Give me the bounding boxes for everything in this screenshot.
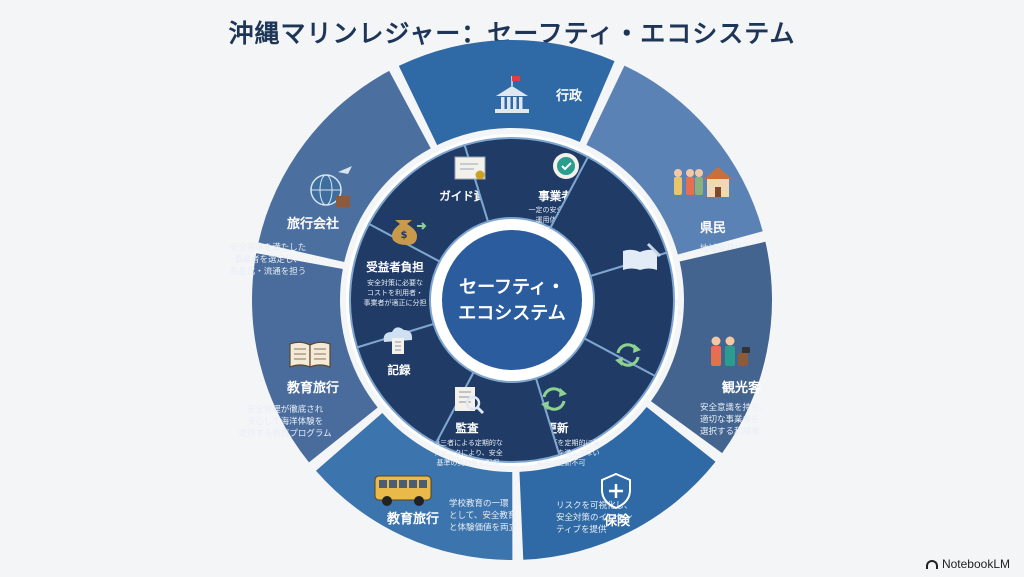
hub-title-line1: セーフティ・ — [459, 277, 565, 298]
inner-desc-jueki-futan: 安全対策に必要な — [367, 278, 423, 287]
outer-label-kyoiku-ryoko-book: 教育旅行 — [286, 380, 339, 396]
audit-magnifier-icon — [455, 387, 485, 415]
refresh-icon — [541, 387, 567, 411]
outer-desc-kyoiku-ryoko-bus: 学校教育の一環 — [449, 498, 509, 509]
brand-footer: NotebookLM — [925, 557, 1010, 571]
inner-desc-kansa: 第三者による定期的な — [433, 438, 503, 447]
center-hub: セーフティ・ エコシステム — [434, 222, 590, 378]
inner-desc-kansa: チェックにより、安全 — [433, 448, 503, 457]
outer-desc-kyoiku-ryoko-bus: として、安全教育 — [449, 510, 516, 521]
outer-desc-kankokyaku: 選択する利用者 — [700, 426, 760, 437]
outer-label-kenmin: 県民 — [700, 221, 726, 236]
inner-desc-jueki-futan: 事業者が適正に分担 — [364, 298, 427, 307]
outer-label-ryoko-gaisha: 旅行会社 — [287, 216, 339, 232]
outer-segment-ryoko-gaisha — [258, 70, 431, 262]
outer-desc-kyoiku-ryoko-book: 安心して海洋体験を — [247, 416, 323, 427]
outer-desc-kankokyaku: 適切な事業者を — [700, 414, 760, 425]
outer-desc-ryoko-gaisha: 安全基準を満たした — [230, 242, 307, 253]
outer-label-gyosei: 行政 — [555, 88, 583, 104]
outer-desc-kyoiku-ryoko-book: 安全管理が徹底され — [247, 404, 324, 415]
family-house-icon — [674, 167, 732, 197]
outer-desc-kyoiku-ryoko-bus: と体験価値を両立 — [449, 522, 518, 533]
school-bus-icon — [374, 475, 432, 506]
government-building-icon — [495, 76, 529, 113]
book-pen-icon — [623, 242, 662, 270]
inner-desc-kansa: 基準の実効性を担保 — [437, 458, 500, 467]
outer-desc-hoken: 安全対策のインセン — [556, 512, 633, 523]
outer-desc-kankokyaku: 安全意識を持ち、 — [700, 402, 768, 413]
outer-desc-ryoko-gaisha: 事業者を選定し、 — [234, 254, 302, 265]
inner-label-jueki-futan: 受益者負担 — [366, 260, 424, 274]
inner-label-kiroku: 記録 — [388, 363, 411, 377]
inner-segment-jueki-futan — [349, 222, 441, 349]
inner-desc-koshin-2: 資格・認証を定期的に見 — [523, 438, 600, 447]
shield-plus-icon — [601, 472, 631, 510]
icon-layer: $ — [289, 76, 750, 510]
check-badge-icon — [553, 153, 579, 179]
notebooklm-logo-icon — [925, 559, 938, 569]
outer-desc-ryoko-gaisha: 商品化・流通を担う — [230, 266, 307, 277]
open-book-icon — [289, 341, 331, 368]
hub-title-line2: エコシステム — [458, 303, 565, 324]
refresh-icon — [615, 343, 641, 367]
outer-desc-kyoiku-ryoko-book: 提供する教育プログラム — [238, 428, 331, 439]
money-bag-hand-icon: $ — [391, 220, 427, 245]
outer-label-kyoiku-ryoko-bus: 教育旅行 — [386, 511, 439, 527]
svg-text:$: $ — [401, 230, 408, 241]
outer-segment-kenmin — [586, 65, 763, 255]
outer-segment-hoken — [519, 407, 716, 560]
globe-plane-icon — [310, 166, 352, 207]
outer-desc-hoken: リスクを可視化し、 — [556, 500, 633, 511]
outer-desc-kenmin: 地域資源と人命を — [700, 243, 768, 254]
inner-desc-jueki-futan: コストを利用者・ — [367, 288, 423, 297]
inner-label-kansa: 監査 — [456, 421, 479, 435]
tourists-icon — [711, 336, 750, 366]
outer-label-hoken: 保険 — [603, 513, 631, 529]
cloud-document-icon — [383, 327, 413, 354]
certificate-icon — [454, 156, 486, 180]
hub-circle — [442, 230, 582, 370]
inner-desc-koshin-2: 場合は更新不可 — [537, 458, 586, 467]
outer-desc-hoken: ティブを提供 — [556, 524, 607, 535]
outer-label-kankokyaku: 観光客 — [721, 380, 762, 396]
inner-desc-koshin-2: 直し、基準を満たさない — [523, 448, 600, 457]
brand-name: NotebookLM — [941, 557, 1010, 571]
